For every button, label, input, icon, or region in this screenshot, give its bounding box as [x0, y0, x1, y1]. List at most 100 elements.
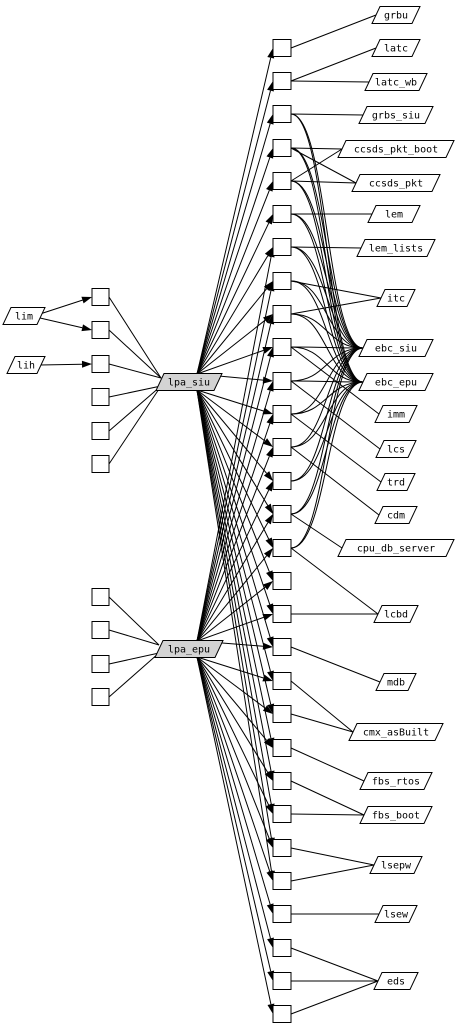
left-node — [91, 455, 110, 473]
arrowhead — [266, 870, 274, 881]
edge — [290, 513, 343, 549]
right-label-ccsds_pkt_boot-label: ccsds_pkt_boot — [354, 145, 438, 156]
edge — [290, 113, 364, 349]
edge — [108, 596, 160, 646]
middle-node — [272, 1005, 292, 1023]
middle-node — [272, 172, 292, 190]
arrowhead — [265, 214, 273, 225]
edge — [290, 780, 365, 816]
arrowhead — [266, 447, 273, 458]
arrowhead — [264, 514, 273, 525]
right-label-ebc_siu-shape — [358, 339, 434, 357]
arrowhead — [266, 114, 274, 125]
edge — [108, 652, 160, 698]
right-label-ccsds_pkt_boot: ccsds_pkt_boot — [337, 140, 455, 158]
edge — [196, 489, 270, 642]
edge — [196, 389, 266, 442]
hub-lpa_epu: lpa_epu — [154, 640, 224, 658]
right-label-lem_lists: lem_lists — [356, 239, 436, 257]
left-label-lim-label: lim — [15, 312, 33, 323]
edge — [290, 347, 364, 415]
right-label-lcs: lcs — [375, 440, 417, 458]
left-label-lih-shape — [6, 356, 46, 374]
right-label-cmx_asBuilt-shape — [348, 723, 444, 741]
edge — [290, 347, 364, 482]
right-label-ebc_epu-label: ebc_epu — [375, 378, 417, 389]
right-label-lcbd-label: lcbd — [384, 610, 408, 621]
right-label-mdb-label: mdb — [387, 678, 405, 689]
edge — [196, 57, 272, 375]
right-label-grbs_siu: grbs_siu — [358, 106, 434, 124]
arrowhead — [266, 181, 273, 192]
arrowhead — [264, 503, 273, 514]
arrowhead — [266, 414, 274, 425]
arrowhead — [266, 570, 273, 581]
edge — [108, 296, 162, 379]
arrowhead — [266, 381, 274, 392]
edge — [196, 288, 268, 375]
arrowhead — [267, 347, 274, 358]
edge — [196, 222, 270, 375]
middle-node — [272, 72, 292, 90]
right-label-lsew: lsew — [374, 905, 418, 923]
edge — [108, 385, 162, 398]
right-label-fbs_boot: fbs_boot — [359, 806, 433, 824]
middle-node — [272, 805, 292, 823]
edge — [39, 299, 83, 315]
right-label-ebc_epu: ebc_epu — [358, 373, 434, 391]
arrowhead — [262, 705, 273, 714]
right-label-fbs_boot-shape — [359, 806, 433, 824]
middle-node — [272, 839, 292, 857]
right-label-lsepw-shape — [369, 856, 423, 874]
arrowhead — [81, 324, 92, 332]
right-label-lcbd-shape — [373, 605, 419, 623]
edge — [108, 652, 160, 665]
right-label-lem_lists-shape — [356, 239, 436, 257]
right-label-mdb-shape — [375, 673, 417, 691]
edge — [39, 363, 83, 366]
right-label-grbs_siu-shape — [358, 106, 434, 124]
arrowhead — [262, 581, 273, 590]
right-label-ccsds_pkt-shape — [351, 174, 441, 192]
arrowhead — [81, 296, 92, 304]
middle-node — [272, 105, 292, 123]
edge — [196, 255, 269, 375]
arrowhead — [262, 674, 273, 682]
edge — [196, 190, 270, 375]
edge — [290, 713, 354, 733]
right-label-latc-shape — [371, 39, 421, 57]
right-label-imm-shape — [374, 405, 418, 423]
edge — [196, 423, 271, 642]
right-label-cdm-label: cdm — [387, 511, 405, 522]
edge — [290, 547, 379, 615]
middle-node — [272, 739, 292, 757]
right-label-cpu_db_server-shape — [337, 539, 455, 557]
hub-lpa_siu-shape — [155, 373, 223, 391]
left-node — [91, 655, 110, 673]
arrowhead — [266, 603, 274, 614]
edge — [196, 656, 270, 839]
right-label-eds: eds — [373, 972, 419, 990]
right-label-latc_wb-shape — [364, 73, 428, 91]
edge — [196, 656, 271, 939]
edge — [196, 389, 267, 474]
edge — [290, 413, 382, 483]
right-label-trd-label: trd — [387, 478, 405, 489]
middle-node — [272, 372, 292, 390]
edge — [290, 147, 343, 150]
right-label-latc_wb: latc_wb — [364, 73, 428, 91]
arrowhead — [267, 937, 274, 948]
middle-node — [272, 638, 292, 656]
right-label-fbs_rtos-shape — [359, 772, 433, 790]
edge — [196, 319, 266, 375]
arrowhead — [267, 703, 275, 714]
edge — [290, 381, 364, 549]
edge — [39, 317, 83, 329]
middle-node — [272, 705, 292, 723]
edge — [196, 656, 266, 709]
edge — [290, 180, 357, 184]
right-label-fbs_rtos: fbs_rtos — [359, 772, 433, 790]
arrowhead — [264, 770, 273, 781]
edge — [196, 290, 272, 642]
edge — [196, 456, 270, 642]
